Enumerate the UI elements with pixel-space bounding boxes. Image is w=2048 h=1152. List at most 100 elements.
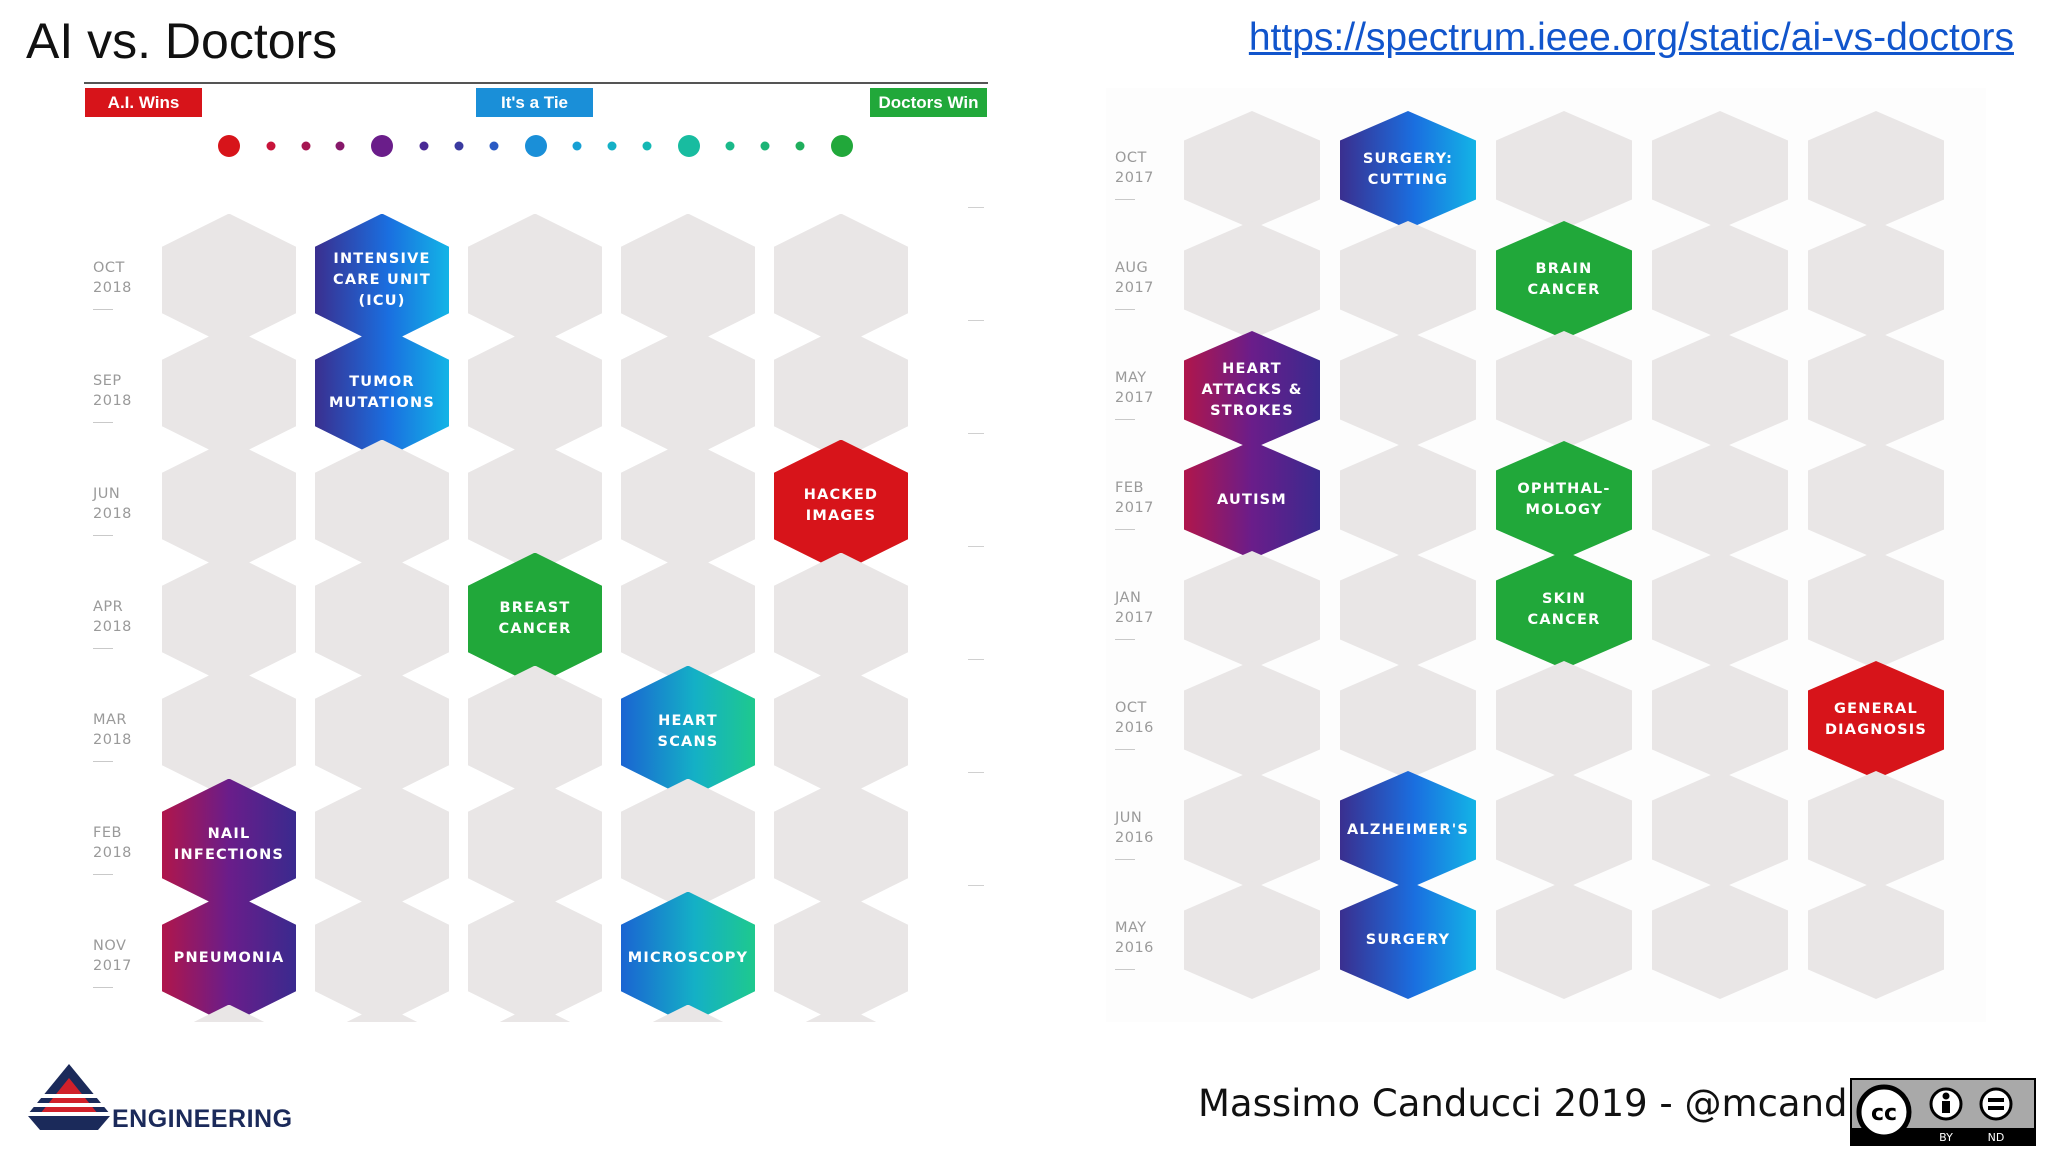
empty-hex xyxy=(621,778,755,912)
study-label: TUMOR MUTATIONS xyxy=(328,374,436,411)
date-year: 2016 xyxy=(1115,940,1154,956)
date-month: FEB xyxy=(1115,480,1144,496)
empty-hex xyxy=(468,778,602,912)
study-label: GENERAL DIAGNOSIS xyxy=(1824,701,1928,738)
study-hex[interactable]: SKIN CANCER xyxy=(1496,551,1632,669)
empty-hex xyxy=(315,665,449,799)
study-label: SURGERY: CUTTING xyxy=(1362,151,1454,188)
study-hex[interactable]: OPHTHAL- MOLOGY xyxy=(1496,441,1632,559)
date-tick xyxy=(1115,309,1135,310)
study-label: SURGERY xyxy=(1365,931,1451,948)
date-month: MAY xyxy=(1115,920,1147,936)
date-month: JUN xyxy=(93,486,121,502)
legend-dot-minor xyxy=(725,141,735,151)
study-hex[interactable]: PNEUMONIA xyxy=(162,891,296,1022)
legend-dot-minor xyxy=(642,141,652,151)
study-label: NAIL INFECTIONS xyxy=(173,826,285,863)
date-month: JUN xyxy=(1115,810,1143,826)
legend-dot-minor xyxy=(266,141,276,151)
study-hex[interactable]: HEART SCANS xyxy=(621,665,755,799)
legend-dot-major xyxy=(678,135,700,157)
legend-doctors-win: Doctors Win xyxy=(870,88,987,117)
date-month: NOV xyxy=(93,938,127,954)
date-month: APR xyxy=(93,599,124,615)
date-tick xyxy=(93,874,113,875)
source-link[interactable]: https://spectrum.ieee.org/static/ai-vs-d… xyxy=(1248,16,2014,59)
study-hex[interactable]: NAIL INFECTIONS xyxy=(162,778,296,912)
legend-dot-major xyxy=(371,135,393,157)
study-label: OPHTHAL- MOLOGY xyxy=(1517,481,1611,518)
empty-hex xyxy=(315,778,449,912)
empty-hex xyxy=(774,552,908,686)
empty-hex xyxy=(1184,661,1320,779)
date-year: 2018 xyxy=(93,732,132,748)
study-hex[interactable]: ALZHEIMER'S xyxy=(1340,771,1476,889)
empty-hex xyxy=(1496,881,1632,999)
empty-hex xyxy=(774,778,908,912)
empty-hex xyxy=(315,891,449,1022)
empty-hex xyxy=(774,1004,908,1022)
left-hex-grid: A.I. Wins It's a Tie Doctors Win INTENSI… xyxy=(84,76,988,1022)
study-hex[interactable]: MICROSCOPY xyxy=(621,891,755,1022)
svg-text:BY: BY xyxy=(1939,1131,1953,1144)
study-label: ALZHEIMER'S xyxy=(1347,821,1469,838)
empty-hex xyxy=(1340,551,1476,669)
empty-hex xyxy=(774,665,908,799)
date-label: NOV 2017 xyxy=(93,936,132,976)
row-tick xyxy=(968,772,984,773)
row-tick xyxy=(968,433,984,434)
date-tick xyxy=(1115,639,1135,640)
study-label: HEART SCANS xyxy=(657,713,719,750)
legend-dot-major xyxy=(525,135,547,157)
study-hex[interactable]: BRAIN CANCER xyxy=(1496,221,1632,339)
date-label: OCT 2017 xyxy=(1115,148,1154,188)
empty-hex xyxy=(1496,331,1632,449)
empty-hex xyxy=(162,1004,296,1022)
empty-hex xyxy=(1652,661,1788,779)
study-label: BREAST CANCER xyxy=(498,600,572,637)
svg-text:ND: ND xyxy=(1988,1131,2005,1144)
cc-license-icon: cc BY ND xyxy=(1850,1078,2036,1146)
date-month: JAN xyxy=(1115,590,1142,606)
empty-hex xyxy=(1184,551,1320,669)
study-hex[interactable]: BREAST CANCER xyxy=(468,552,602,686)
empty-hex xyxy=(1496,661,1632,779)
date-label: MAR 2018 xyxy=(93,710,132,750)
study-hex[interactable]: GENERAL DIAGNOSIS xyxy=(1808,661,1944,779)
date-label: MAY 2016 xyxy=(1115,918,1154,958)
date-year: 2018 xyxy=(93,845,132,861)
legend-dot-minor xyxy=(335,141,345,151)
empty-hex xyxy=(1340,221,1476,339)
row-tick xyxy=(968,659,984,660)
legend-dot-minor xyxy=(301,141,311,151)
date-month: OCT xyxy=(1115,150,1147,166)
empty-hex xyxy=(468,1004,602,1022)
date-month: MAR xyxy=(93,712,128,728)
date-year: 2017 xyxy=(1115,170,1154,186)
empty-hex xyxy=(1184,221,1320,339)
legend-dot-minor xyxy=(454,141,464,151)
study-hex[interactable]: AUTISM xyxy=(1184,441,1320,559)
date-month: OCT xyxy=(1115,700,1147,716)
date-year: 2016 xyxy=(1115,720,1154,736)
date-year: 2017 xyxy=(1115,500,1154,516)
study-hex[interactable]: HEART ATTACKS & STROKES xyxy=(1184,331,1320,449)
date-year: 2017 xyxy=(93,958,132,974)
empty-hex xyxy=(621,1004,755,1022)
date-year: 2018 xyxy=(93,506,132,522)
empty-hex xyxy=(1652,771,1788,889)
date-tick xyxy=(93,648,113,649)
legend-dot-minor xyxy=(607,141,617,151)
study-hex[interactable]: SURGERY: CUTTING xyxy=(1340,111,1476,229)
date-year: 2018 xyxy=(93,619,132,635)
empty-hex xyxy=(1808,771,1944,889)
empty-hex xyxy=(468,665,602,799)
date-tick xyxy=(93,309,113,310)
study-hex[interactable]: SURGERY xyxy=(1340,881,1476,999)
